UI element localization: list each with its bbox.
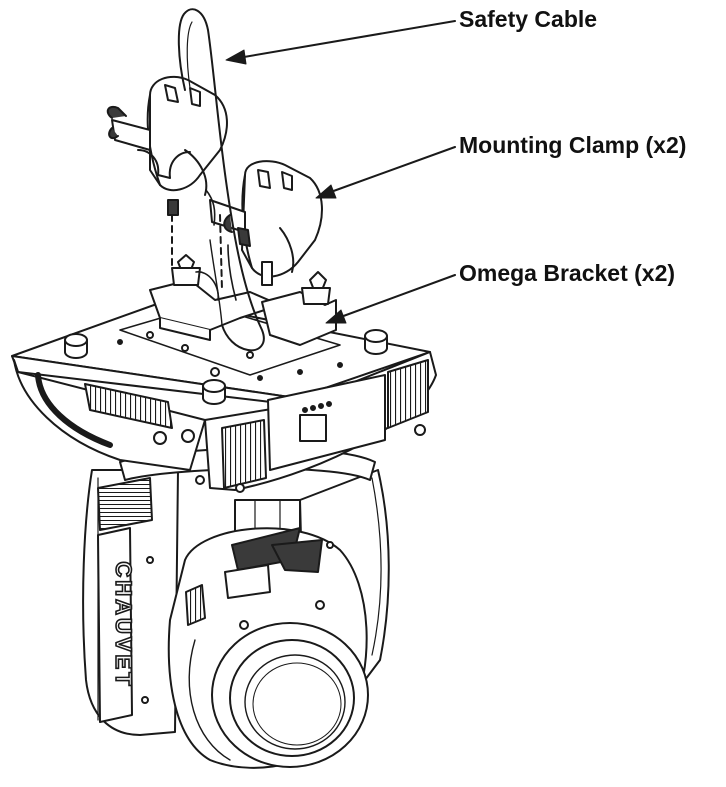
moving-head-body [82,447,390,769]
chauvet-logo: CHAUVET [110,561,137,690]
safety-cable [177,8,265,352]
callout-arrows [225,20,456,324]
omega-bracket-label: Omega Bracket (x2) [459,260,676,286]
omega-bracket-left [149,254,281,341]
mounting-clamp-label: Mounting Clamp (x2) [459,132,687,158]
mounting-clamp-left [106,75,228,271]
svg-text:CHAUVET: CHAUVET [111,561,136,688]
omega-bracket-right [261,271,337,346]
safety-cable-label: Safety Cable [459,6,598,32]
mounting-clamp-right [205,160,323,301]
